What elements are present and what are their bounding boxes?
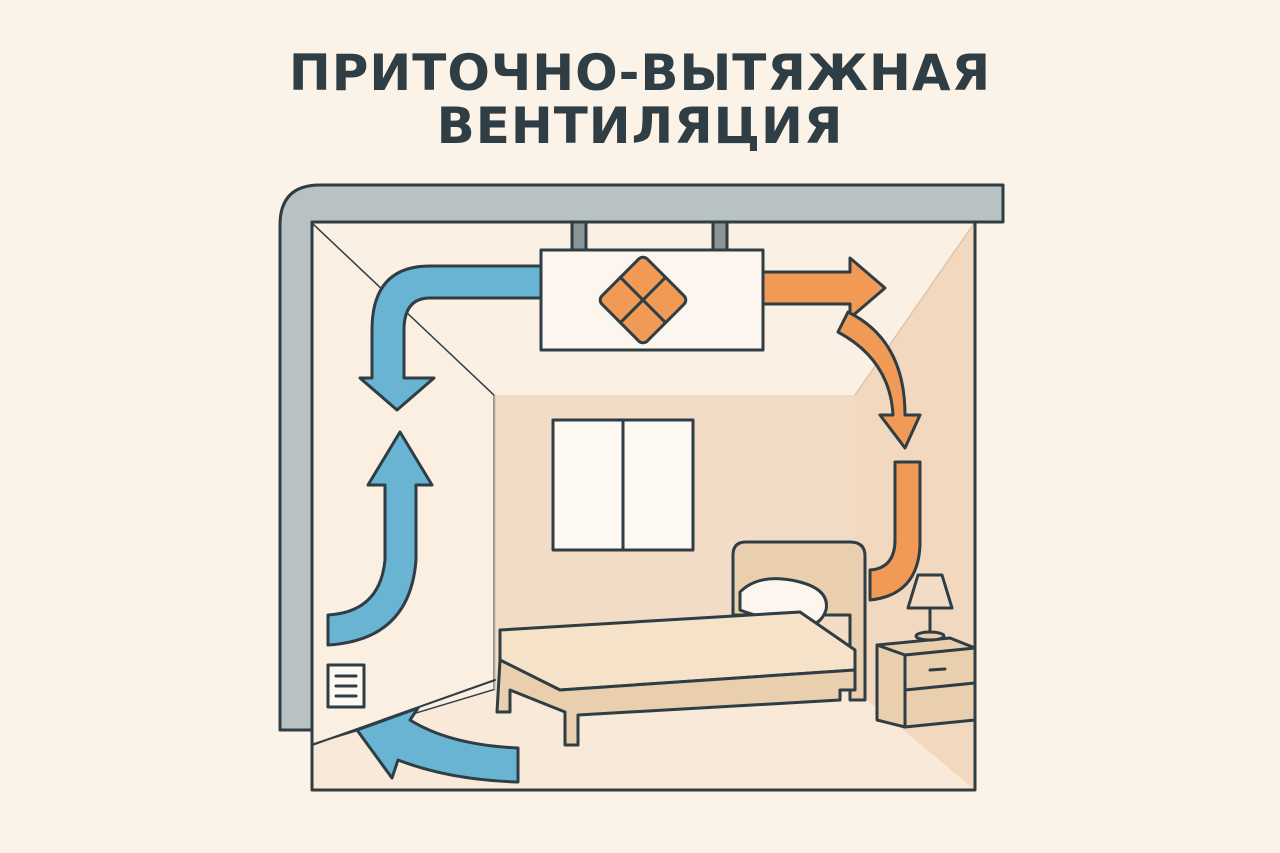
- supply-arrow-up: [326, 430, 434, 647]
- exhaust-arrow-curve: [836, 310, 922, 450]
- unit-bracket-right: [711, 220, 729, 252]
- nightstand: [875, 636, 977, 729]
- lamp-base: [914, 630, 946, 642]
- lamp-shade: [906, 573, 954, 610]
- ceiling-duct: [278, 183, 1005, 732]
- title-line-2: ВЕНТИЛЯЦИЯ: [436, 97, 844, 155]
- supply-arrow-top: [358, 264, 543, 412]
- bed-frame: [495, 658, 857, 747]
- unit-bracket-left: [570, 220, 588, 252]
- exhaust-arrow-down: [868, 460, 922, 602]
- drawer-handle: [928, 667, 947, 672]
- title-line-1: ПРИТОЧНО-ВЫТЯЖНАЯ: [288, 44, 992, 102]
- heat-exchanger-icon: [598, 255, 688, 345]
- supply-arrow-bottom: [355, 706, 520, 784]
- exhaust-arrow-top: [761, 256, 887, 320]
